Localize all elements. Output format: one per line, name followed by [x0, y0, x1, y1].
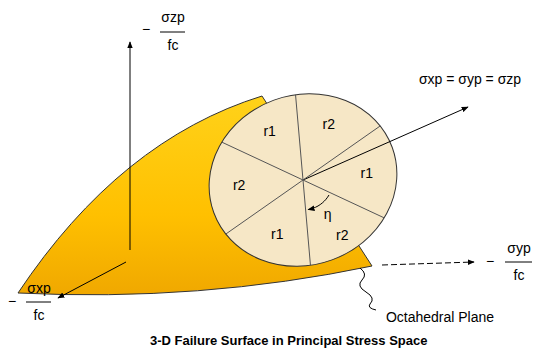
- axis-label: σyp: [507, 241, 530, 256]
- figure-caption: 3-D Failure Surface in Principal Stress …: [150, 333, 427, 348]
- callout-label: Octahedral Plane: [386, 310, 494, 325]
- axis-label: σxp: [27, 281, 50, 296]
- axis-label: σxp = σyp = σzp: [419, 72, 521, 87]
- axis-label: σzp: [161, 10, 184, 25]
- radial-line: [303, 180, 384, 218]
- axis-label: −: [8, 294, 16, 309]
- radius-label: r1: [263, 125, 275, 140]
- y-axis: [382, 262, 474, 265]
- axis-label: fc: [34, 308, 45, 323]
- axis-label: fc: [514, 268, 525, 283]
- radial-line: [303, 180, 310, 265]
- hydrostatic-axis: [303, 107, 468, 180]
- fraction-bar: [160, 32, 185, 33]
- axis-label: −: [486, 254, 494, 269]
- axis-label: −: [142, 22, 150, 37]
- radial-lines: [222, 95, 384, 265]
- angle-label: η: [324, 207, 332, 222]
- radius-label: r2: [323, 117, 335, 132]
- axis-label: fc: [168, 38, 179, 53]
- radius-label: r2: [336, 228, 348, 243]
- fraction-bar: [505, 262, 532, 263]
- fraction-bar: [26, 302, 51, 303]
- x-axis: [58, 262, 126, 298]
- z-axis: [130, 42, 131, 250]
- radial-line: [222, 142, 303, 180]
- octahedral-plane: [185, 68, 422, 293]
- radius-label: r1: [271, 228, 283, 243]
- radial-line: [296, 95, 303, 180]
- radius-label: r1: [361, 167, 373, 182]
- leader-line: [360, 268, 376, 310]
- radius-label: r2: [233, 178, 245, 193]
